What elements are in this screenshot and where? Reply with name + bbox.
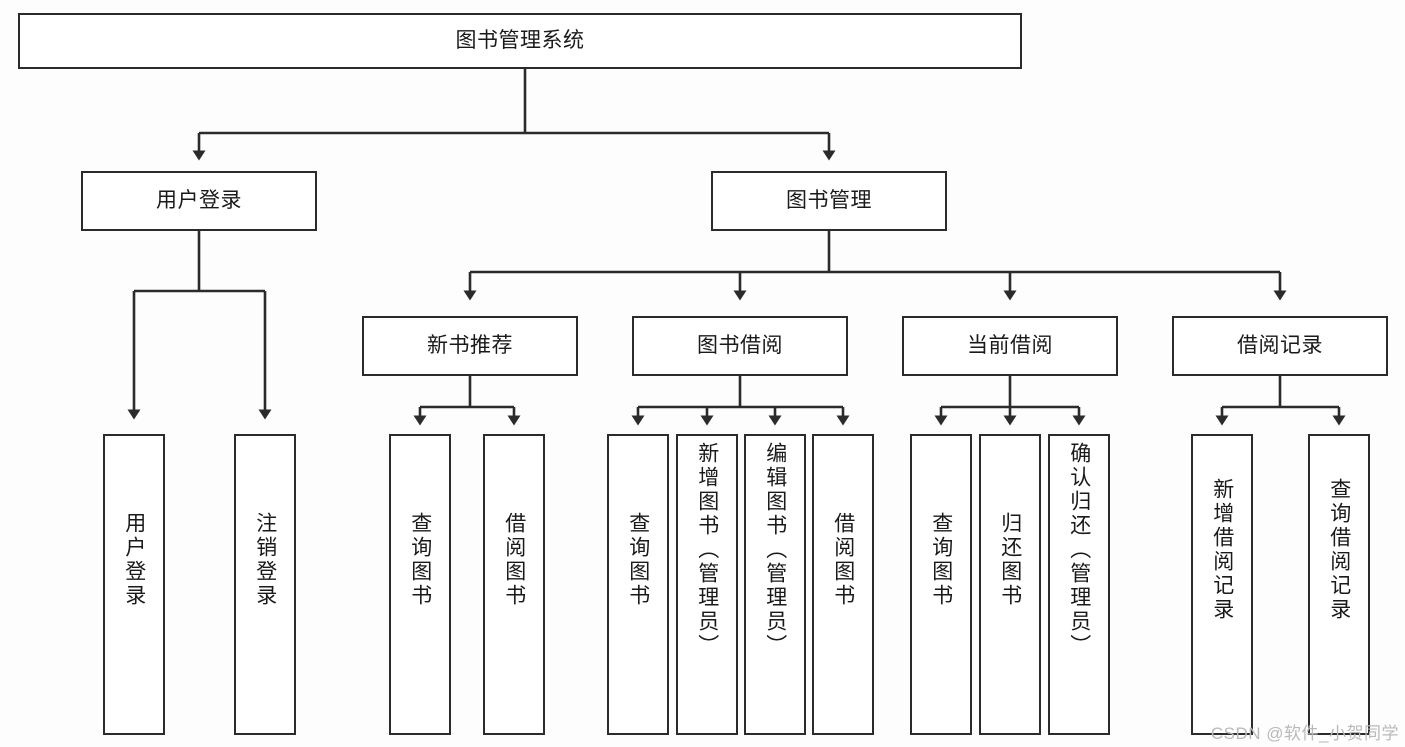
leaf-confirm-return-label: 确认归还（管理员） [1067, 442, 1091, 658]
leaf-query-book-3-label: 查询图书 [929, 512, 953, 608]
node-book-manage-label: 图书管理 [786, 189, 872, 213]
leaf-edit-book[interactable]: 编辑图书（管理员） [744, 434, 806, 735]
leaf-query-book-3[interactable]: 查询图书 [910, 434, 972, 735]
watermark: CSDN @软件_小贺同学 [1210, 724, 1399, 743]
leaf-return-book-label: 归还图书 [998, 512, 1022, 608]
node-current-borrow[interactable]: 当前借阅 [902, 316, 1118, 376]
leaf-return-book[interactable]: 归还图书 [979, 434, 1041, 735]
leaf-confirm-return[interactable]: 确认归还（管理员） [1048, 434, 1110, 735]
node-root-label: 图书管理系统 [455, 29, 585, 53]
leaf-query-record-label: 查询借阅记录 [1327, 478, 1351, 622]
leaf-borrow-book-2[interactable]: 借阅图书 [812, 434, 874, 735]
node-book-borrow-label: 图书借阅 [697, 334, 783, 358]
node-user-login-label: 用户登录 [156, 189, 242, 213]
leaf-add-record-label: 新增借阅记录 [1210, 478, 1234, 622]
leaf-query-book-2[interactable]: 查询图书 [607, 434, 669, 735]
leaf-edit-book-label: 编辑图书（管理员） [763, 442, 787, 658]
leaf-user-login-label: 用户登录 [122, 512, 146, 608]
leaf-add-book[interactable]: 新增图书（管理员） [676, 434, 738, 735]
leaf-add-record[interactable]: 新增借阅记录 [1191, 434, 1253, 735]
node-book-manage[interactable]: 图书管理 [711, 171, 947, 231]
leaf-query-book-1[interactable]: 查询图书 [389, 434, 451, 735]
leaf-logout-login[interactable]: 注销登录 [234, 434, 296, 735]
node-new-book-recommend[interactable]: 新书推荐 [362, 316, 578, 376]
leaf-add-book-label: 新增图书（管理员） [695, 442, 719, 658]
node-current-borrow-label: 当前借阅 [967, 334, 1053, 358]
leaf-borrow-book-1-label: 借阅图书 [502, 512, 526, 608]
node-borrow-record[interactable]: 借阅记录 [1172, 316, 1388, 376]
node-borrow-record-label: 借阅记录 [1237, 334, 1323, 358]
node-user-login[interactable]: 用户登录 [81, 171, 317, 231]
leaf-logout-login-label: 注销登录 [253, 512, 277, 608]
node-book-borrow[interactable]: 图书借阅 [632, 316, 848, 376]
leaf-borrow-book-1[interactable]: 借阅图书 [483, 434, 545, 735]
leaf-query-record[interactable]: 查询借阅记录 [1308, 434, 1370, 735]
node-root[interactable]: 图书管理系统 [18, 13, 1022, 69]
leaf-user-login[interactable]: 用户登录 [103, 434, 165, 735]
node-new-book-recommend-label: 新书推荐 [427, 334, 513, 358]
leaf-query-book-1-label: 查询图书 [408, 512, 432, 608]
leaf-borrow-book-2-label: 借阅图书 [831, 512, 855, 608]
leaf-query-book-2-label: 查询图书 [626, 512, 650, 608]
